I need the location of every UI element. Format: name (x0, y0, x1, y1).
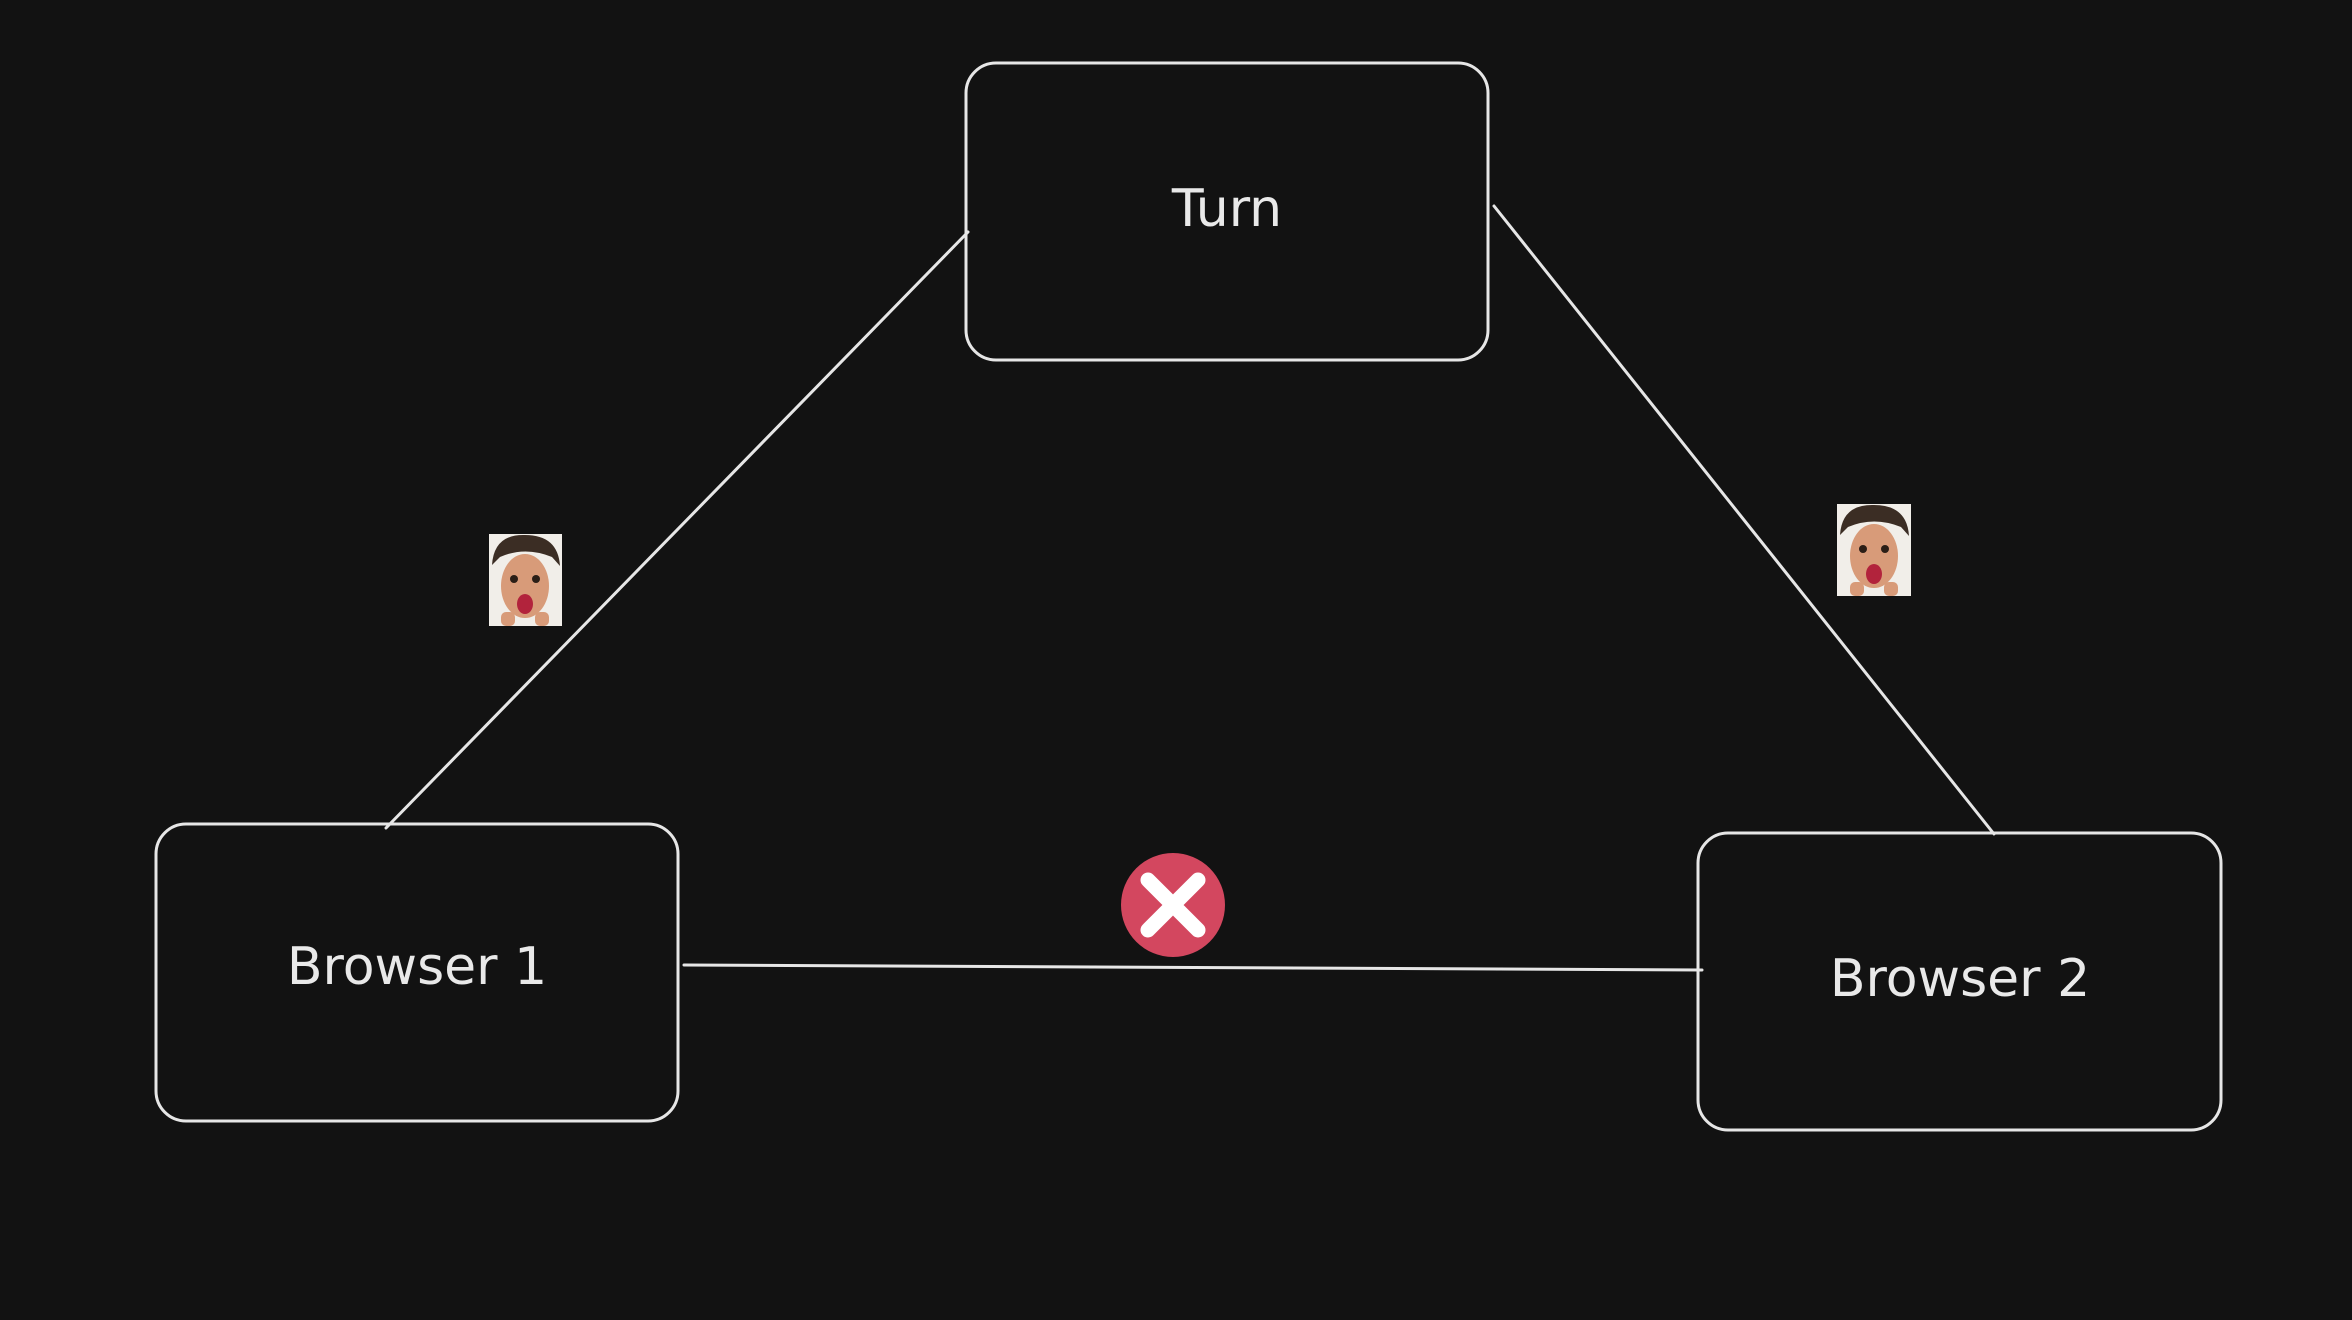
node-browser2-label: Browser 2 (1830, 949, 2090, 1009)
blocked-connection-icon (1121, 853, 1225, 957)
edge-turn-browser2 (1492, 204, 1996, 836)
node-browser1-label: Browser 1 (287, 937, 547, 997)
edge-browser1-browser2 (682, 963, 1704, 972)
node-turn-label: Turn (1171, 179, 1282, 239)
avatar-right (1837, 504, 1911, 596)
edge-browser1-turn (384, 230, 970, 830)
avatar-left (489, 534, 562, 626)
node-browser2[interactable]: Browser 2 (1696, 831, 2223, 1132)
node-turn[interactable]: Turn (964, 61, 1490, 362)
node-browser1[interactable]: Browser 1 (154, 822, 680, 1123)
